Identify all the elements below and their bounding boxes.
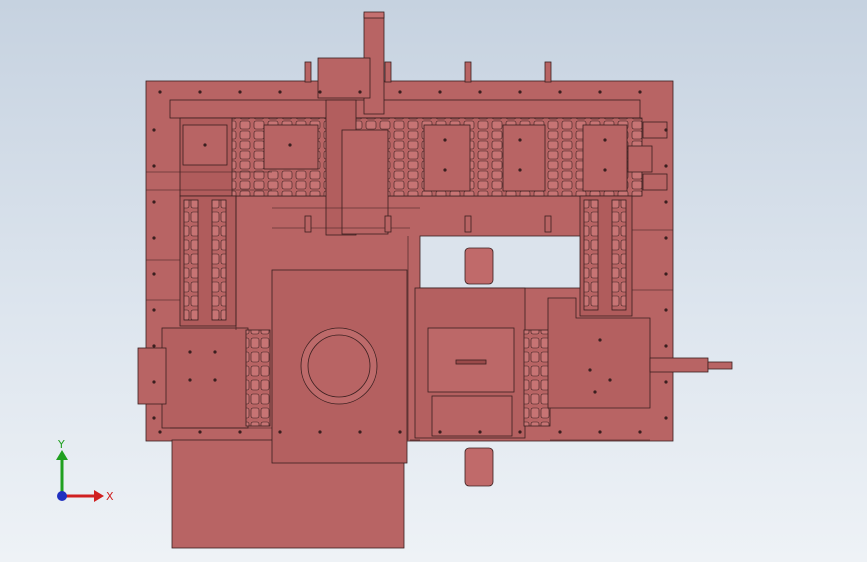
bolt-hole: [443, 168, 447, 172]
right-lower-plate: [547, 297, 651, 409]
right-bracket: [627, 145, 653, 173]
bolt-hole: [213, 378, 217, 382]
bolt-hole: [558, 90, 562, 94]
right-clamp-upper: [642, 121, 668, 139]
bolt-hole: [238, 90, 242, 94]
bolt-hole: [398, 430, 402, 434]
bolt-hole: [318, 90, 322, 94]
bolt-hole: [664, 272, 668, 276]
bolt-hole: [588, 368, 592, 372]
right-lower-rollers: [523, 329, 551, 427]
bolt-hole: [152, 200, 156, 204]
bolt-hole: [443, 138, 447, 142]
bolt-hole: [478, 90, 482, 94]
bolt-hole: [278, 430, 282, 434]
bolt-hole: [203, 143, 207, 147]
bolt-hole: [198, 90, 202, 94]
bolt-hole: [608, 378, 612, 382]
bolt-hole: [598, 338, 602, 342]
x-axis-label: X: [106, 490, 114, 503]
bolt-hole: [664, 128, 668, 132]
motor-lower: [464, 447, 494, 487]
bolt-hole: [358, 90, 362, 94]
bolt-hole: [152, 128, 156, 132]
press-slot: [455, 359, 487, 365]
bolt-hole: [438, 90, 442, 94]
plate-cutout: [419, 235, 581, 289]
bolt-hole: [598, 90, 602, 94]
bolt-hole: [638, 90, 642, 94]
z-axis-dot: [57, 491, 67, 501]
mast-carriage: [317, 57, 371, 99]
press-base: [431, 395, 513, 437]
right-rollers-b: [611, 199, 627, 311]
mast-cap: [363, 11, 385, 19]
bolt-hole: [152, 308, 156, 312]
bolt-hole: [188, 378, 192, 382]
top-rail: [169, 99, 641, 119]
bolt-hole: [158, 430, 162, 434]
left-lower-module: [161, 327, 249, 429]
bolt-hole: [152, 236, 156, 240]
right-clamp-lower: [642, 173, 668, 191]
bolt-hole: [213, 350, 217, 354]
bolt-hole: [664, 416, 668, 420]
bolt-hole: [664, 236, 668, 240]
bolt-hole: [518, 90, 522, 94]
bolt-hole: [478, 430, 482, 434]
bolt-hole: [152, 272, 156, 276]
motor-upper: [464, 247, 494, 285]
bolt-hole: [603, 138, 607, 142]
bolt-hole: [603, 168, 607, 172]
bolt-hole: [278, 90, 282, 94]
right-cylinder-arm: [649, 357, 709, 373]
bolt-hole: [664, 164, 668, 168]
left-lower-rollers: [245, 329, 271, 427]
station-block-5: [582, 124, 628, 192]
bolt-hole: [593, 390, 597, 394]
bolt-hole: [558, 430, 562, 434]
rotary-disk-inner: [307, 334, 371, 398]
left-rollers-b: [211, 199, 227, 321]
bolt-hole: [318, 430, 322, 434]
bolt-hole: [664, 344, 668, 348]
left-rollers-a: [183, 199, 199, 321]
bolt-hole: [518, 430, 522, 434]
bolt-hole: [152, 380, 156, 384]
right-rollers-a: [583, 199, 599, 311]
bolt-hole: [358, 430, 362, 434]
bolt-hole: [518, 138, 522, 142]
station-block-4: [502, 124, 546, 192]
machine-assembly: [137, 11, 733, 549]
bolt-hole: [152, 164, 156, 168]
bolt-hole: [664, 200, 668, 204]
bolt-hole: [152, 344, 156, 348]
bolt-hole: [638, 430, 642, 434]
bolt-hole: [158, 90, 162, 94]
coordinate-triad: Y X: [56, 438, 114, 503]
bolt-hole: [664, 380, 668, 384]
bolt-hole: [664, 308, 668, 312]
y-axis-label: Y: [57, 438, 65, 451]
station-block-2: [263, 124, 319, 170]
left-side-clamp: [137, 347, 167, 405]
bolt-hole: [238, 430, 242, 434]
vertical-slide-2: [341, 129, 389, 235]
right-cylinder-rod: [707, 361, 733, 370]
bolt-holes: [152, 90, 668, 434]
top-fittings: [304, 61, 552, 233]
bolt-hole: [518, 168, 522, 172]
x-axis-arrow: [94, 490, 104, 502]
bolt-hole: [188, 350, 192, 354]
bolt-hole: [598, 430, 602, 434]
bolt-hole: [152, 416, 156, 420]
bolt-hole: [398, 90, 402, 94]
station-block-3: [423, 124, 471, 192]
y-axis-arrow: [56, 450, 68, 460]
bolt-hole: [288, 143, 292, 147]
bolt-hole: [438, 430, 442, 434]
bolt-hole: [198, 430, 202, 434]
